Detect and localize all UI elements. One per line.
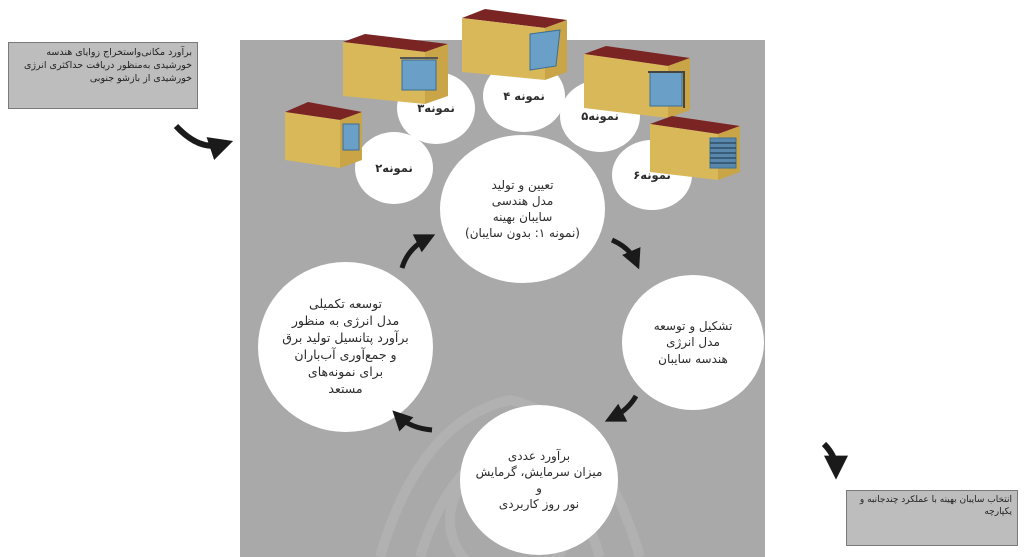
sample-5-label: نمونه۵ [581,109,619,123]
cycle-step-estimate-label: برآورد عددی میزان سرمایش، گرمایش و نور ر… [475,448,603,512]
output-arrow-icon [821,441,848,480]
sample-4-label: نمونه ۴ [503,89,545,103]
cycle-step-energy-model: تشکیل و توسعه مدل انرژی هندسه سایبان [622,275,764,410]
sample-6-label: نمونه۶ [633,168,671,182]
cycle-step-numerical-estimate: برآورد عددی میزان سرمایش، گرمایش و نور ر… [460,405,618,555]
sample-3-node: نمونه۳ [397,72,475,144]
sample-5-node: نمونه۵ [560,80,640,152]
input-arrow-icon [173,123,234,160]
sample-4-node: نمونه ۴ [483,60,565,132]
cycle-step-geometry-label: تعیین و تولید مدل هندسی سایبان بهینه (نم… [465,177,580,241]
sample-2-label: نمونه۲ [375,161,413,175]
solar-geometry-note: برآورد مکانی‌واستخراج زوایای هندسه خورشی… [8,42,198,109]
sample-3-label: نمونه۳ [417,101,455,115]
cycle-step-supplementary-development: توسعه تکمیلی مدل انرژی به منظور برآورد پ… [258,262,433,432]
cycle-step-geometry-model: تعیین و تولید مدل هندسی سایبان بهینه (نم… [440,135,605,283]
sample-6-node: نمونه۶ [612,140,692,210]
cycle-step-energy-label: تشکیل و توسعه مدل انرژی هندسه سایبان [653,319,733,366]
optimal-shading-note: انتخاب سایبان بهینه با عملکرد چندجانبه و… [846,490,1018,546]
cycle-step-supplementary-label: توسعه تکمیلی مدل انرژی به منظور برآورد پ… [282,296,409,396]
sample-2-node: نمونه۲ [355,132,433,204]
